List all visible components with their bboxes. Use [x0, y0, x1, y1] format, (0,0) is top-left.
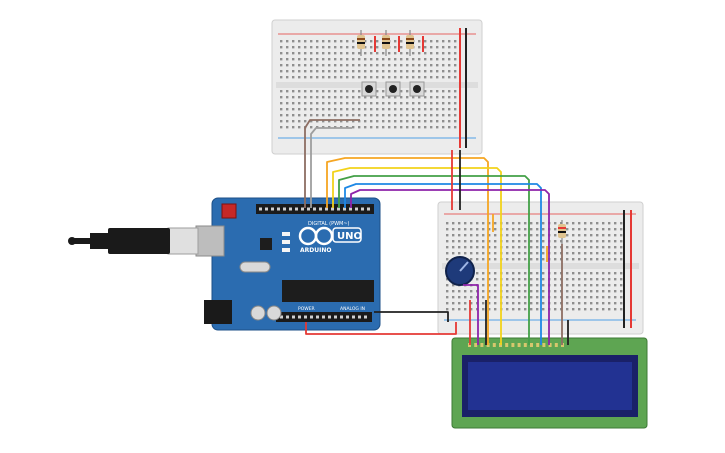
resistor-4[interactable] — [558, 220, 566, 244]
usb-port[interactable] — [195, 225, 225, 257]
uno-text: UNO — [337, 231, 362, 242]
resistor-2[interactable] — [382, 30, 390, 56]
arduino-logo: ARDUINO — [298, 226, 334, 254]
arduino-uno-board[interactable]: ARDUINO UNO DIGITAL (PWM~) POWER ANALOG … — [195, 197, 381, 331]
push-button-3[interactable] — [409, 81, 425, 97]
power-label: POWER — [298, 306, 315, 312]
resistor-1[interactable] — [357, 30, 365, 56]
power-jack[interactable] — [204, 300, 232, 324]
top-breadboard[interactable] — [271, 19, 483, 155]
uno-badge: UNO — [332, 227, 362, 243]
atmega-chip — [282, 280, 374, 302]
potentiometer[interactable] — [445, 256, 475, 286]
reset-button[interactable] — [221, 203, 237, 219]
lcd-display[interactable] — [451, 337, 648, 429]
analog-label: ANALOG IN — [340, 306, 365, 312]
usb-cable[interactable] — [68, 227, 199, 255]
wires — [304, 119, 569, 345]
push-button-2[interactable] — [385, 81, 401, 97]
digital-label: DIGITAL (PWM~) — [308, 221, 350, 227]
push-button-1[interactable] — [361, 81, 377, 97]
resistor-3[interactable] — [406, 30, 414, 56]
arduino-logo-text: ARDUINO — [300, 247, 331, 254]
